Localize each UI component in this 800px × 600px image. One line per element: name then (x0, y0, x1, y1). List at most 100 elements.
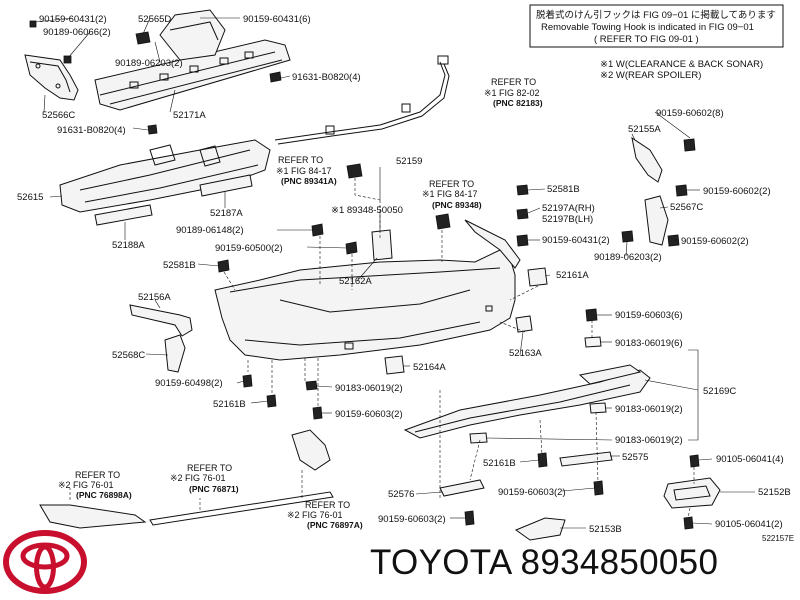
part-label: 90189-06203(2) (594, 252, 662, 263)
ref-callout-89341a: REFER TO ※1 FIG 84-17 (PNC 89341A) (276, 155, 337, 186)
part-label: 52567C (670, 202, 703, 213)
part-label: 52169C (703, 386, 736, 397)
bolt-shape (242, 374, 253, 388)
diagram-code: 522157E (762, 534, 794, 543)
cover-52153b-shape (514, 517, 566, 541)
sensor-89348-shape (435, 213, 451, 230)
retainer-52164a-shape (384, 355, 405, 375)
retainer-52155a-shape (631, 136, 663, 183)
bolt-shape (269, 71, 282, 83)
bracket-52575-shape (559, 451, 613, 467)
spoiler-76897a-shape (291, 429, 331, 471)
part-label: 52161B (213, 399, 246, 410)
pad-52187a-shape (199, 174, 253, 197)
bracket-52568c-shape (164, 334, 186, 373)
part-label: 90159-60431(2) (542, 235, 610, 246)
svg-text:※2 FIG 76-01: ※2 FIG 76-01 (58, 480, 114, 490)
part-label: 52187A (210, 208, 243, 219)
part-label: 90105-06041(4) (716, 454, 784, 465)
bolt-shape (147, 124, 158, 135)
ref-callout-82183: REFER TO ※1 FIG 82-02 (PNC 82183) (484, 77, 543, 108)
bolt-shape (593, 480, 604, 496)
part-label: 90159-60603(2) (378, 514, 446, 525)
part-label: 52581B (547, 184, 580, 195)
part-label: 90183-06019(2) (615, 404, 683, 415)
part-label: 52155A (628, 124, 661, 135)
svg-text:REFER TO: REFER TO (429, 179, 474, 189)
svg-text:REFER TO: REFER TO (491, 77, 536, 87)
svg-text:※2 FIG 76-01: ※2 FIG 76-01 (170, 473, 226, 483)
part-label: 52171A (173, 110, 206, 121)
part-label: 52575 (622, 452, 648, 463)
notice-box (529, 4, 784, 48)
bolt-shape (345, 241, 358, 255)
clip-shape (63, 55, 72, 64)
part-label: 90159-60500(2) (215, 243, 283, 254)
part-label: 52576 (388, 489, 414, 500)
clip-52565d-shape (135, 31, 151, 45)
part-label: 52565D (138, 14, 171, 25)
diffuser-52169c-drawing (403, 364, 651, 439)
part-label: 90159-60498(2) (155, 378, 223, 389)
part-label: 91631-B0820(4) (292, 72, 361, 83)
part-label: 52153B (589, 524, 622, 535)
part-label: 52163A (509, 348, 542, 359)
wire-harness-drawing (274, 61, 446, 141)
bolt-shape (689, 454, 700, 468)
bracket-52576-shape (439, 479, 485, 497)
part-label: 90159-60603(2) (335, 409, 403, 420)
spoiler-76871-shape (149, 491, 334, 526)
bolt-shape (312, 406, 323, 420)
part-label: 52615 (17, 192, 43, 203)
svg-text:REFER TO: REFER TO (75, 470, 120, 480)
part-label: 52156A (138, 292, 171, 303)
part-label: 52581B (163, 260, 196, 271)
part-label: 90183-06019(6) (615, 338, 683, 349)
bolt-shape (683, 516, 694, 530)
ref-callout-76871: REFER TO ※2 FIG 76-01 (PNC 76871) (170, 463, 239, 494)
svg-text:※2 FIG 76-01: ※2 FIG 76-01 (287, 510, 343, 520)
part-label: 90183-06019(2) (335, 383, 403, 394)
retainer-52161a-shape (527, 267, 548, 287)
part-label: 52161A (556, 270, 589, 281)
svg-text:(PNC 76898A): (PNC 76898A) (76, 490, 132, 500)
part-label: 52566C (42, 110, 75, 121)
svg-text:※1 FIG 84-17: ※1 FIG 84-17 (276, 166, 332, 176)
part-label: ※1 89348-50050 (331, 205, 403, 216)
sensor-89341a-shape (346, 163, 363, 179)
bolt-shape (311, 223, 324, 237)
toyota-logo-icon (3, 530, 87, 594)
legend-item-2: ※2 W(REAR SPOILER) (600, 70, 701, 81)
nut-shape (469, 432, 488, 444)
part-label: 90159-60603(2) (498, 487, 566, 498)
brand-part-number: TOYOTA 8934850050 (370, 543, 719, 582)
bracket-52156a-shape (129, 304, 193, 337)
bolt-shape (266, 394, 277, 408)
svg-text:※1 FIG 82-02: ※1 FIG 82-02 (484, 88, 540, 98)
svg-text:REFER TO: REFER TO (305, 500, 350, 510)
part-label: 90189-06066(2) (43, 27, 111, 38)
bolt-shape (537, 452, 548, 468)
nut-shape (29, 20, 37, 28)
part-label: 52152B (758, 487, 791, 498)
bolt-shape (667, 234, 680, 247)
part-label: 52197B(LH) (542, 214, 593, 225)
bolt-shape (516, 234, 529, 247)
nut-shape (584, 336, 602, 348)
spoiler-76898a-shape (39, 504, 147, 529)
towing-hook-notice: 脱着式のけん引フックは FIG 09−01 に掲載してあります Removabl… (529, 4, 784, 48)
part-label: 52568C (112, 350, 145, 361)
notice-line-1: 脱着式のけん引フックは FIG 09−01 に掲載してあります (536, 9, 776, 21)
part-label: 90159-60603(6) (615, 310, 683, 321)
bracket-52567c-shape (644, 195, 669, 246)
part-label: 52162A (339, 276, 372, 287)
notice-line-2: Removable Towing Hook is indicated in FI… (541, 22, 754, 33)
retainer-52162a-shape (371, 229, 393, 261)
part-label: 90159-60431(6) (243, 14, 311, 25)
legend-item-1: ※1 W(CLEARANCE & BACK SONAR) (600, 59, 763, 70)
notice-line-3: ( REFER TO FIG 09-01 ) (594, 34, 699, 45)
leader-lines (34, 17, 755, 529)
svg-text:(PNC 89341A): (PNC 89341A) (281, 176, 337, 186)
part-label: 90159-60602(2) (681, 236, 749, 247)
